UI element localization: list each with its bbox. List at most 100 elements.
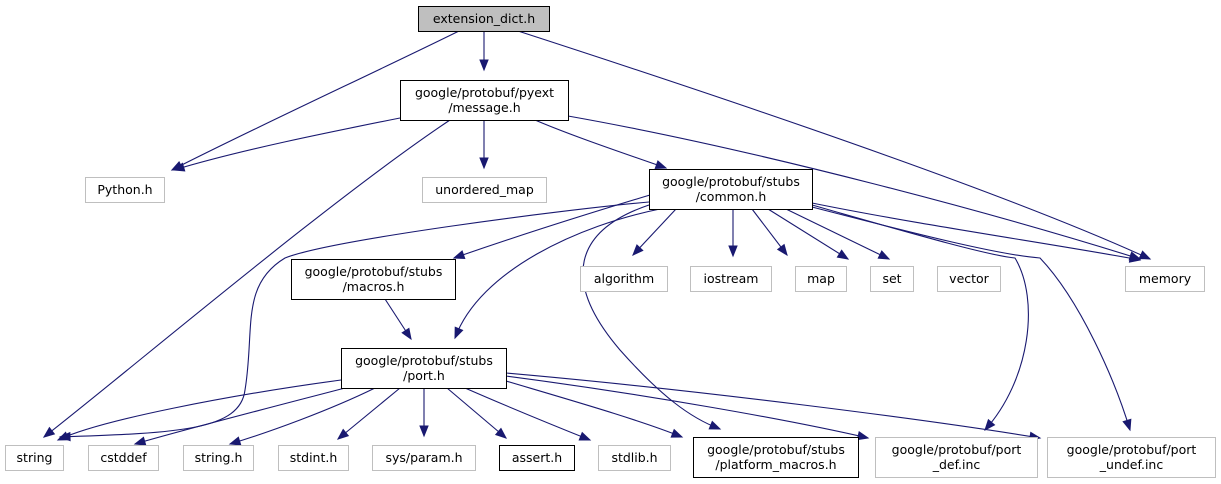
node-box (183, 445, 254, 471)
edge-extension_dict-to-message (479, 31, 489, 72)
node-box (85, 177, 165, 203)
node-message[interactable]: google/protobuf/pyext/message.h (400, 80, 569, 121)
node-iostream: iostream (690, 266, 772, 292)
node-assert[interactable]: assert.h (499, 445, 575, 471)
node-label: _undef.inc (1099, 457, 1164, 472)
node-box (341, 348, 507, 389)
node-platform-macros[interactable]: google/protobuf/stubs/platform_macros.h (693, 437, 859, 478)
node-label: /platform_macros.h (715, 457, 836, 472)
edge-extension_dict-to-memory (517, 30, 1152, 260)
edge-line (582, 204, 721, 430)
edge-port-to-string (56, 379, 342, 441)
edge-line (454, 208, 661, 339)
node-box (937, 266, 1001, 292)
edge-line (567, 115, 1141, 260)
node-port[interactable]: google/protobuf/stubs/port.h (341, 348, 507, 389)
node-box (693, 437, 859, 478)
edge-common-to-algorithm (632, 208, 677, 256)
edge-line (505, 372, 1041, 439)
node-memory: memory (1125, 266, 1205, 292)
node-box (1047, 437, 1216, 478)
node-vector: vector (937, 266, 1001, 292)
node-label: string.h (195, 450, 243, 465)
node-label: cstddef (100, 450, 147, 465)
edge-line (505, 375, 869, 439)
node-label: google/protobuf/stubs (305, 264, 443, 279)
node-box (278, 445, 349, 471)
arrowhead-icon (42, 426, 56, 438)
edge-common-to-iostream (728, 209, 738, 258)
edge-line (173, 117, 401, 171)
arrowhead-icon (1138, 250, 1152, 260)
arrowhead-icon (856, 431, 870, 441)
edge-line (767, 208, 849, 260)
edge-macros-to-port (384, 298, 412, 341)
node-label: google/protobuf/stubs (662, 174, 800, 189)
node-stdlib: stdlib.h (598, 445, 671, 471)
arrowhead-icon (494, 427, 508, 439)
arrowhead-icon (654, 160, 668, 170)
node-label: google/protobuf/port (1067, 442, 1197, 457)
node-label: Python.h (97, 182, 152, 197)
node-common[interactable]: google/protobuf/stubs/common.h (649, 169, 813, 210)
edge-message-to-python (172, 117, 401, 172)
node-box (88, 445, 159, 471)
edge-line (134, 387, 346, 445)
edge-common-to-macros (452, 194, 651, 260)
edge-line (453, 194, 651, 259)
node-box (291, 259, 456, 300)
node-set: set (870, 266, 914, 292)
arrowhead-icon (836, 249, 850, 260)
node-box (875, 437, 1038, 478)
edge-common-to-string (58, 201, 650, 442)
edge-line (446, 387, 507, 439)
node-box (499, 445, 575, 471)
edge-common-to-map (751, 208, 788, 257)
edge-port-to-port_def (505, 375, 870, 441)
arrowhead-icon (401, 327, 412, 341)
node-label: /message.h (448, 100, 520, 115)
edge-message-to-unordered_map (479, 120, 489, 170)
node-box (795, 266, 847, 292)
node-map: map (795, 266, 847, 292)
node-label: assert.h (512, 450, 562, 465)
edge-line (785, 208, 890, 260)
node-label: google/protobuf/pyext (415, 85, 554, 100)
edge-line (534, 119, 667, 169)
edge-common-to-vector (785, 208, 891, 260)
node-stdint: stdint.h (278, 445, 349, 471)
node-box (400, 80, 569, 121)
node-string-h: string.h (183, 445, 254, 471)
edge-port-to-stdint (336, 387, 401, 440)
arrowhead-icon (452, 250, 466, 260)
node-label: memory (1139, 271, 1192, 286)
node-cstddef: cstddef (88, 445, 159, 471)
node-label: algorithm (594, 271, 654, 286)
node-label: sys/param.h (385, 450, 462, 465)
edge-port-to-string_h (228, 387, 376, 446)
arrowhead-icon (56, 431, 70, 441)
edge-port-to-port_undef (505, 372, 1042, 442)
node-box (5, 445, 64, 471)
edge-line (811, 202, 1141, 261)
node-string: string (5, 445, 64, 471)
arrowhead-icon (419, 425, 429, 438)
edge-common-to-platform_macros (582, 204, 722, 430)
edge-line (171, 30, 460, 171)
edge-line (229, 387, 376, 445)
node-label: stdint.h (290, 450, 338, 465)
node-macros[interactable]: google/protobuf/stubs/macros.h (291, 259, 456, 300)
node-label: map (807, 271, 835, 286)
arrowhead-icon (336, 428, 350, 440)
edge-common-to-port (454, 208, 661, 340)
arrowhead-icon (776, 243, 788, 257)
node-port-def: google/protobuf/port_def.inc (875, 437, 1038, 478)
node-label: unordered_map (435, 182, 534, 197)
node-box (598, 445, 671, 471)
edge-line (811, 206, 1131, 431)
node-label: google/protobuf/stubs (707, 442, 845, 457)
edge-port-to-stdlib (464, 387, 592, 441)
node-extension-dict[interactable]: extension_dict.h (418, 6, 550, 32)
edge-line (57, 379, 342, 441)
node-box (690, 266, 772, 292)
